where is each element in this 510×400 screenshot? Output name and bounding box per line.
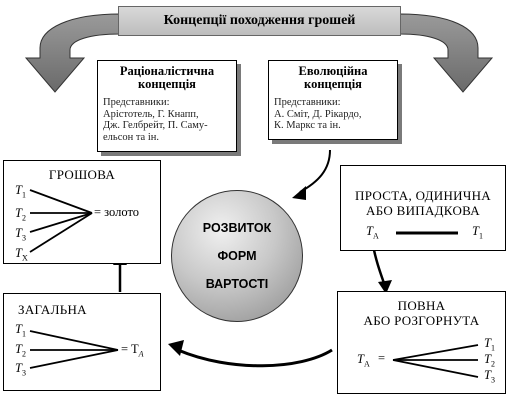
rational-concept-box: Раціоналістична концепція Представники: … [97, 60, 237, 152]
money-t3-label: T3 [15, 226, 26, 243]
general-t3-label: T3 [15, 361, 26, 378]
money-t1-label: T1 [15, 183, 26, 200]
full-to-general-arrow [177, 348, 333, 368]
evolution-concept-representatives: Представники: А. Сміт, Д. Рікардо, К. Ма… [274, 97, 362, 131]
left-curved-arrow [24, 13, 121, 93]
money-t2-label: T2 [15, 206, 26, 223]
general-equals-ta: = TA [121, 342, 144, 359]
general-t2-label: T2 [15, 342, 26, 359]
simple-t1-label: T1 [472, 224, 483, 241]
center-line-3: ВАРТОСТІ [205, 277, 269, 291]
money-tx-label: TX [15, 246, 28, 263]
general-t1-label: T1 [15, 322, 26, 339]
evolution-concept-box: Еволюційна концепція Представники: А. См… [268, 60, 398, 140]
right-curved-arrow [399, 13, 494, 93]
money-form-box: ГРОШОВА [3, 160, 161, 264]
simple-form-box: ПРОСТА, ОДИНИЧНА АБО ВИПАДКОВА [340, 165, 506, 251]
full-equals: = [378, 351, 386, 365]
full-t1-label: T1 [484, 336, 495, 353]
general-form-title: ЗАГАЛЬНА [18, 302, 87, 317]
full-form-title: ПОВНА АБО РОЗГОРНУТА [363, 298, 480, 328]
value-forms-circle: РОЗВИТОК ФОРМ ВАРТОСТІ [171, 190, 303, 322]
rational-concept-representatives: Представники: Арістотель, Г. Кнапп, Дж. … [103, 97, 208, 143]
rational-concept-title: Раціоналістична концепція [119, 64, 215, 91]
full-t2-label: T2 [484, 352, 495, 369]
center-line-1: РОЗВИТОК [202, 221, 272, 235]
money-form-title: ГРОШОВА [48, 167, 116, 182]
money-equals-gold: = золото [94, 205, 139, 219]
diagram-title: Концепції походження грошей [118, 6, 401, 36]
full-t3-label: T3 [484, 368, 495, 385]
simple-form-title: ПРОСТА, ОДИНИЧНА АБО ВИПАДКОВА [355, 188, 491, 218]
simple-ta-label: TA [366, 224, 379, 241]
evolution-concept-title: Еволюційна концепція [298, 64, 368, 91]
center-line-2: ФОРМ [217, 249, 257, 263]
full-ta-label: TA [357, 352, 370, 369]
